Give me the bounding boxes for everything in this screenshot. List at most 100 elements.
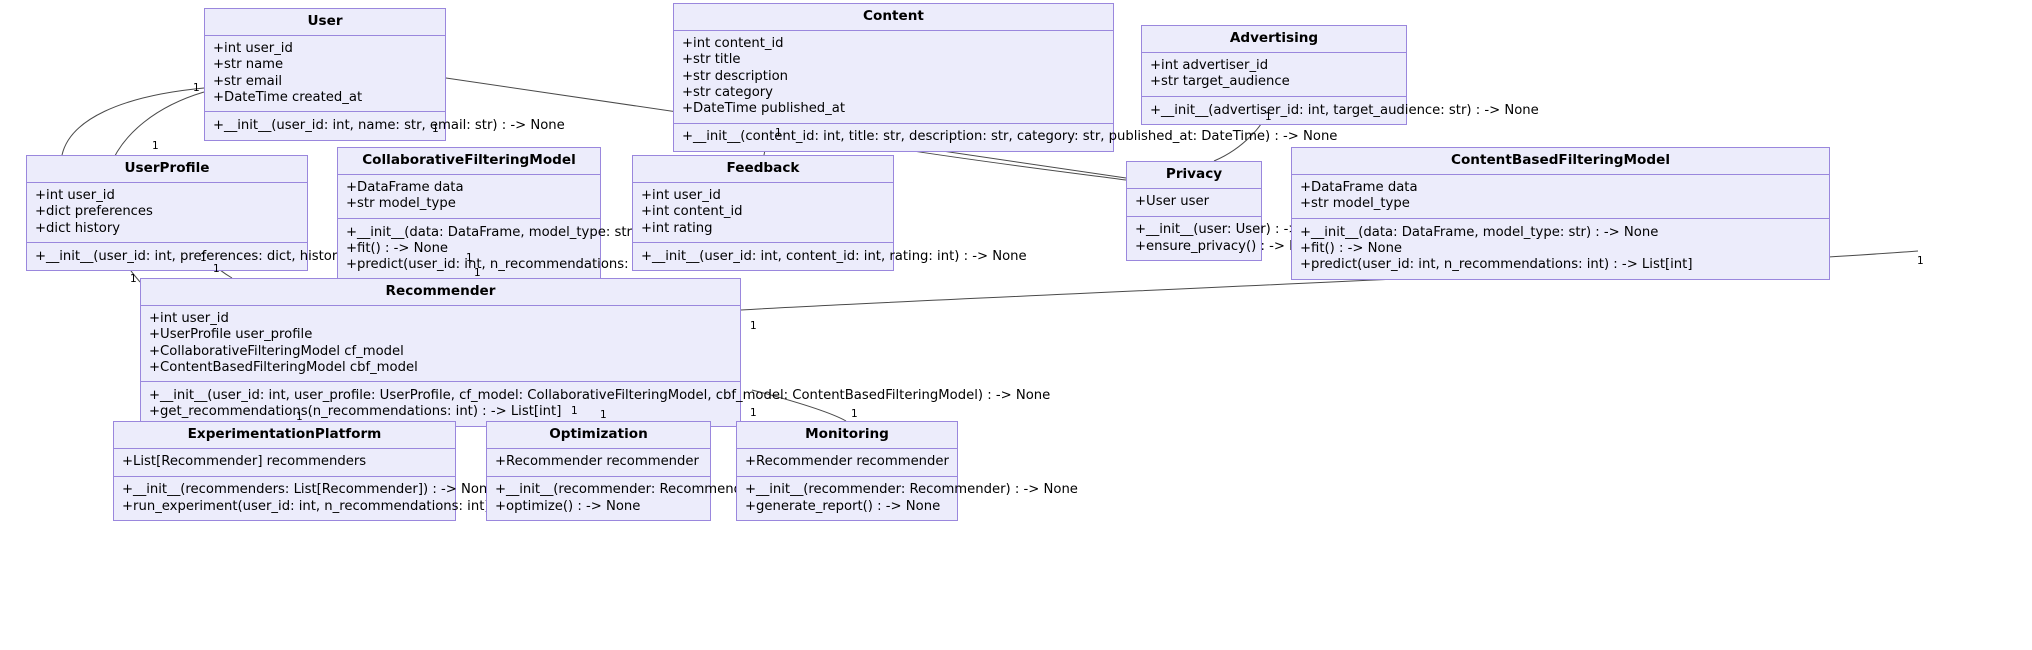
class-title: ExperimentationPlatform	[114, 422, 455, 449]
method-row: +get_recommendations(n_recommendations: …	[149, 404, 562, 420]
class-attributes: +DataFrame data+str model_type	[338, 175, 600, 219]
method-row: +__init__(data: DataFrame, model_type: s…	[346, 224, 705, 240]
uml-class-recommender[interactable]: Recommender+int user_id+UserProfile user…	[140, 278, 1051, 427]
uml-class-optimization[interactable]: Optimization +Recommender recommender +__i…	[486, 421, 828, 522]
multiplicity-label: 1	[851, 408, 858, 420]
multiplicity-label: 1	[600, 409, 607, 421]
attribute-row: +str email	[213, 73, 283, 89]
attribute-row: +str name	[213, 57, 284, 73]
attribute-row: +int advertiser_id	[1150, 58, 1269, 74]
attribute-row: +DateTime created_at	[213, 89, 363, 105]
class-title: Optimization	[487, 422, 710, 449]
class-title: Feedback	[633, 156, 893, 183]
attribute-row: +int content_id	[682, 36, 784, 52]
class-attributes: +Recommender recommender	[737, 449, 957, 477]
multiplicity-label: 1	[571, 405, 578, 417]
class-methods: +__init__(data: DataFrame, model_type: s…	[1292, 219, 1829, 279]
class-attributes: +Recommender recommender	[487, 449, 710, 477]
class-title: Advertising	[1142, 26, 1406, 53]
attribute-row: +str model_type	[1300, 196, 1410, 212]
attribute-row: +DataFrame data	[1300, 180, 1418, 196]
class-attributes: +int advertiser_id+str target_audience	[1142, 53, 1406, 97]
attribute-row: +CollaborativeFilteringModel cf_model	[149, 343, 404, 359]
association-edge	[61, 87, 205, 156]
multiplicity-label: 1	[200, 252, 207, 264]
multiplicity-label: 1	[130, 273, 137, 285]
method-row: +generate_report() : -> None	[745, 498, 941, 514]
uml-class-privacy[interactable]: Privacy +User user +__init__(user: User) :…	[1126, 161, 1338, 262]
class-attributes: +int user_id+UserProfile user_profile+Co…	[141, 306, 740, 383]
multiplicity-label: 1	[432, 123, 439, 135]
uml-class-experimentationplatform[interactable]: ExperimentationPlatform+List[Recommender…	[113, 421, 636, 522]
class-attributes: +List[Recommender] recommenders	[114, 449, 455, 477]
attribute-row: +str title	[682, 52, 741, 68]
method-row: +__init__(user_id: int, preferences: dic…	[35, 248, 450, 264]
method-row: +__init__(advertiser_id: int, target_aud…	[1150, 102, 1539, 118]
uml-class-userprofile[interactable]: UserProfile+int user_id+dict preferences…	[26, 155, 450, 272]
multiplicity-label: 1	[750, 320, 757, 332]
class-title: User	[205, 9, 445, 36]
attribute-row: +int content_id	[641, 204, 743, 220]
multiplicity-label: 1	[296, 411, 303, 423]
method-row: +__init__(user_id: int, name: str, email…	[213, 117, 565, 133]
class-methods: +__init__(content_id: int, title: str, d…	[674, 124, 1338, 151]
class-title: ContentBasedFilteringModel	[1292, 148, 1829, 175]
class-title: Monitoring	[737, 422, 957, 449]
method-row: +__init__(recommender: Recommender) : ->…	[495, 482, 828, 498]
multiplicity-label: 1	[1917, 255, 1924, 267]
method-row: +run_experiment(user_id: int, n_recommen…	[122, 498, 636, 514]
method-row: +fit() : -> None	[1300, 240, 1403, 256]
attribute-row: +dict history	[35, 220, 121, 236]
uml-class-cbfmodel[interactable]: ContentBasedFilteringModel+DataFrame dat…	[1291, 147, 1830, 280]
attribute-row: +DataFrame data	[346, 180, 464, 196]
method-row: +__init__(data: DataFrame, model_type: s…	[1300, 224, 1659, 240]
class-methods: +__init__(user_id: int, content_id: int,…	[633, 243, 1027, 270]
uml-class-content[interactable]: Content +int content_id+str title+str des…	[673, 3, 1338, 152]
class-title: Content	[674, 4, 1113, 31]
class-methods: +__init__(user: User) : -> None+ensure_p…	[1127, 217, 1338, 260]
class-title: Recommender	[141, 279, 740, 306]
class-methods: +__init__(user_id: int, name: str, email…	[205, 112, 565, 139]
multiplicity-label: 1	[152, 140, 159, 152]
class-methods: +__init__(recommender: Recommender) : ->…	[737, 477, 1078, 520]
class-methods: +__init__(recommenders: List[Recommender…	[114, 477, 636, 520]
method-row: +__init__(recommenders: List[Recommender…	[122, 482, 496, 498]
class-attributes: +int user_id+dict preferences+dict histo…	[27, 183, 307, 244]
multiplicity-label: 1	[213, 263, 220, 275]
class-methods: +__init__(user_id: int, user_profile: Us…	[141, 382, 1051, 425]
method-row: +predict(user_id: int, n_recommendations…	[1300, 256, 1693, 272]
class-methods: +__init__(user_id: int, preferences: dic…	[27, 243, 450, 270]
attribute-row: +UserProfile user_profile	[149, 327, 313, 343]
attribute-row: +str target_audience	[1150, 74, 1290, 90]
method-row: +__init__(user_id: int, user_profile: Us…	[149, 387, 1051, 403]
uml-class-advertising[interactable]: Advertising+int advertiser_id+str target…	[1141, 25, 1539, 126]
multiplicity-label: 1	[1265, 111, 1272, 123]
attribute-row: +Recommender recommender	[495, 454, 699, 470]
class-methods: +__init__(recommender: Recommender) : ->…	[487, 477, 828, 520]
attribute-row: +str category	[682, 84, 773, 100]
class-attributes: +User user	[1127, 189, 1261, 217]
method-row: +fit() : -> None	[346, 240, 449, 256]
attribute-row: +User user	[1135, 194, 1210, 210]
multiplicity-label: 1	[750, 407, 757, 419]
multiplicity-label: 1	[193, 82, 200, 94]
attribute-row: +int user_id	[213, 41, 293, 57]
class-title: Privacy	[1127, 162, 1261, 189]
attribute-row: +DateTime published_at	[682, 100, 846, 116]
attribute-row: +ContentBasedFilteringModel cbf_model	[149, 359, 418, 375]
class-title: UserProfile	[27, 156, 307, 183]
multiplicity-label: 1	[775, 127, 782, 139]
uml-class-user[interactable]: User+int user_id+str name+str email+Date…	[204, 8, 565, 141]
method-row: +ensure_privacy() : -> None	[1135, 238, 1324, 254]
uml-class-feedback[interactable]: Feedback+int user_id+int content_id+int …	[632, 155, 1027, 272]
class-attributes: +int user_id+str name+str email+DateTime…	[205, 36, 445, 113]
class-title: CollaborativeFilteringModel	[338, 148, 600, 175]
attribute-row: +str description	[682, 68, 789, 84]
method-row: +__init__(content_id: int, title: str, d…	[682, 129, 1338, 145]
attribute-row: +int user_id	[149, 311, 229, 327]
multiplicity-label: 1	[474, 267, 481, 279]
class-attributes: +DataFrame data+str model_type	[1292, 175, 1829, 219]
uml-class-monitoring[interactable]: Monitoring+Recommender recommender+__ini…	[736, 421, 1078, 522]
class-attributes: +int user_id+int content_id+int rating	[633, 183, 893, 244]
